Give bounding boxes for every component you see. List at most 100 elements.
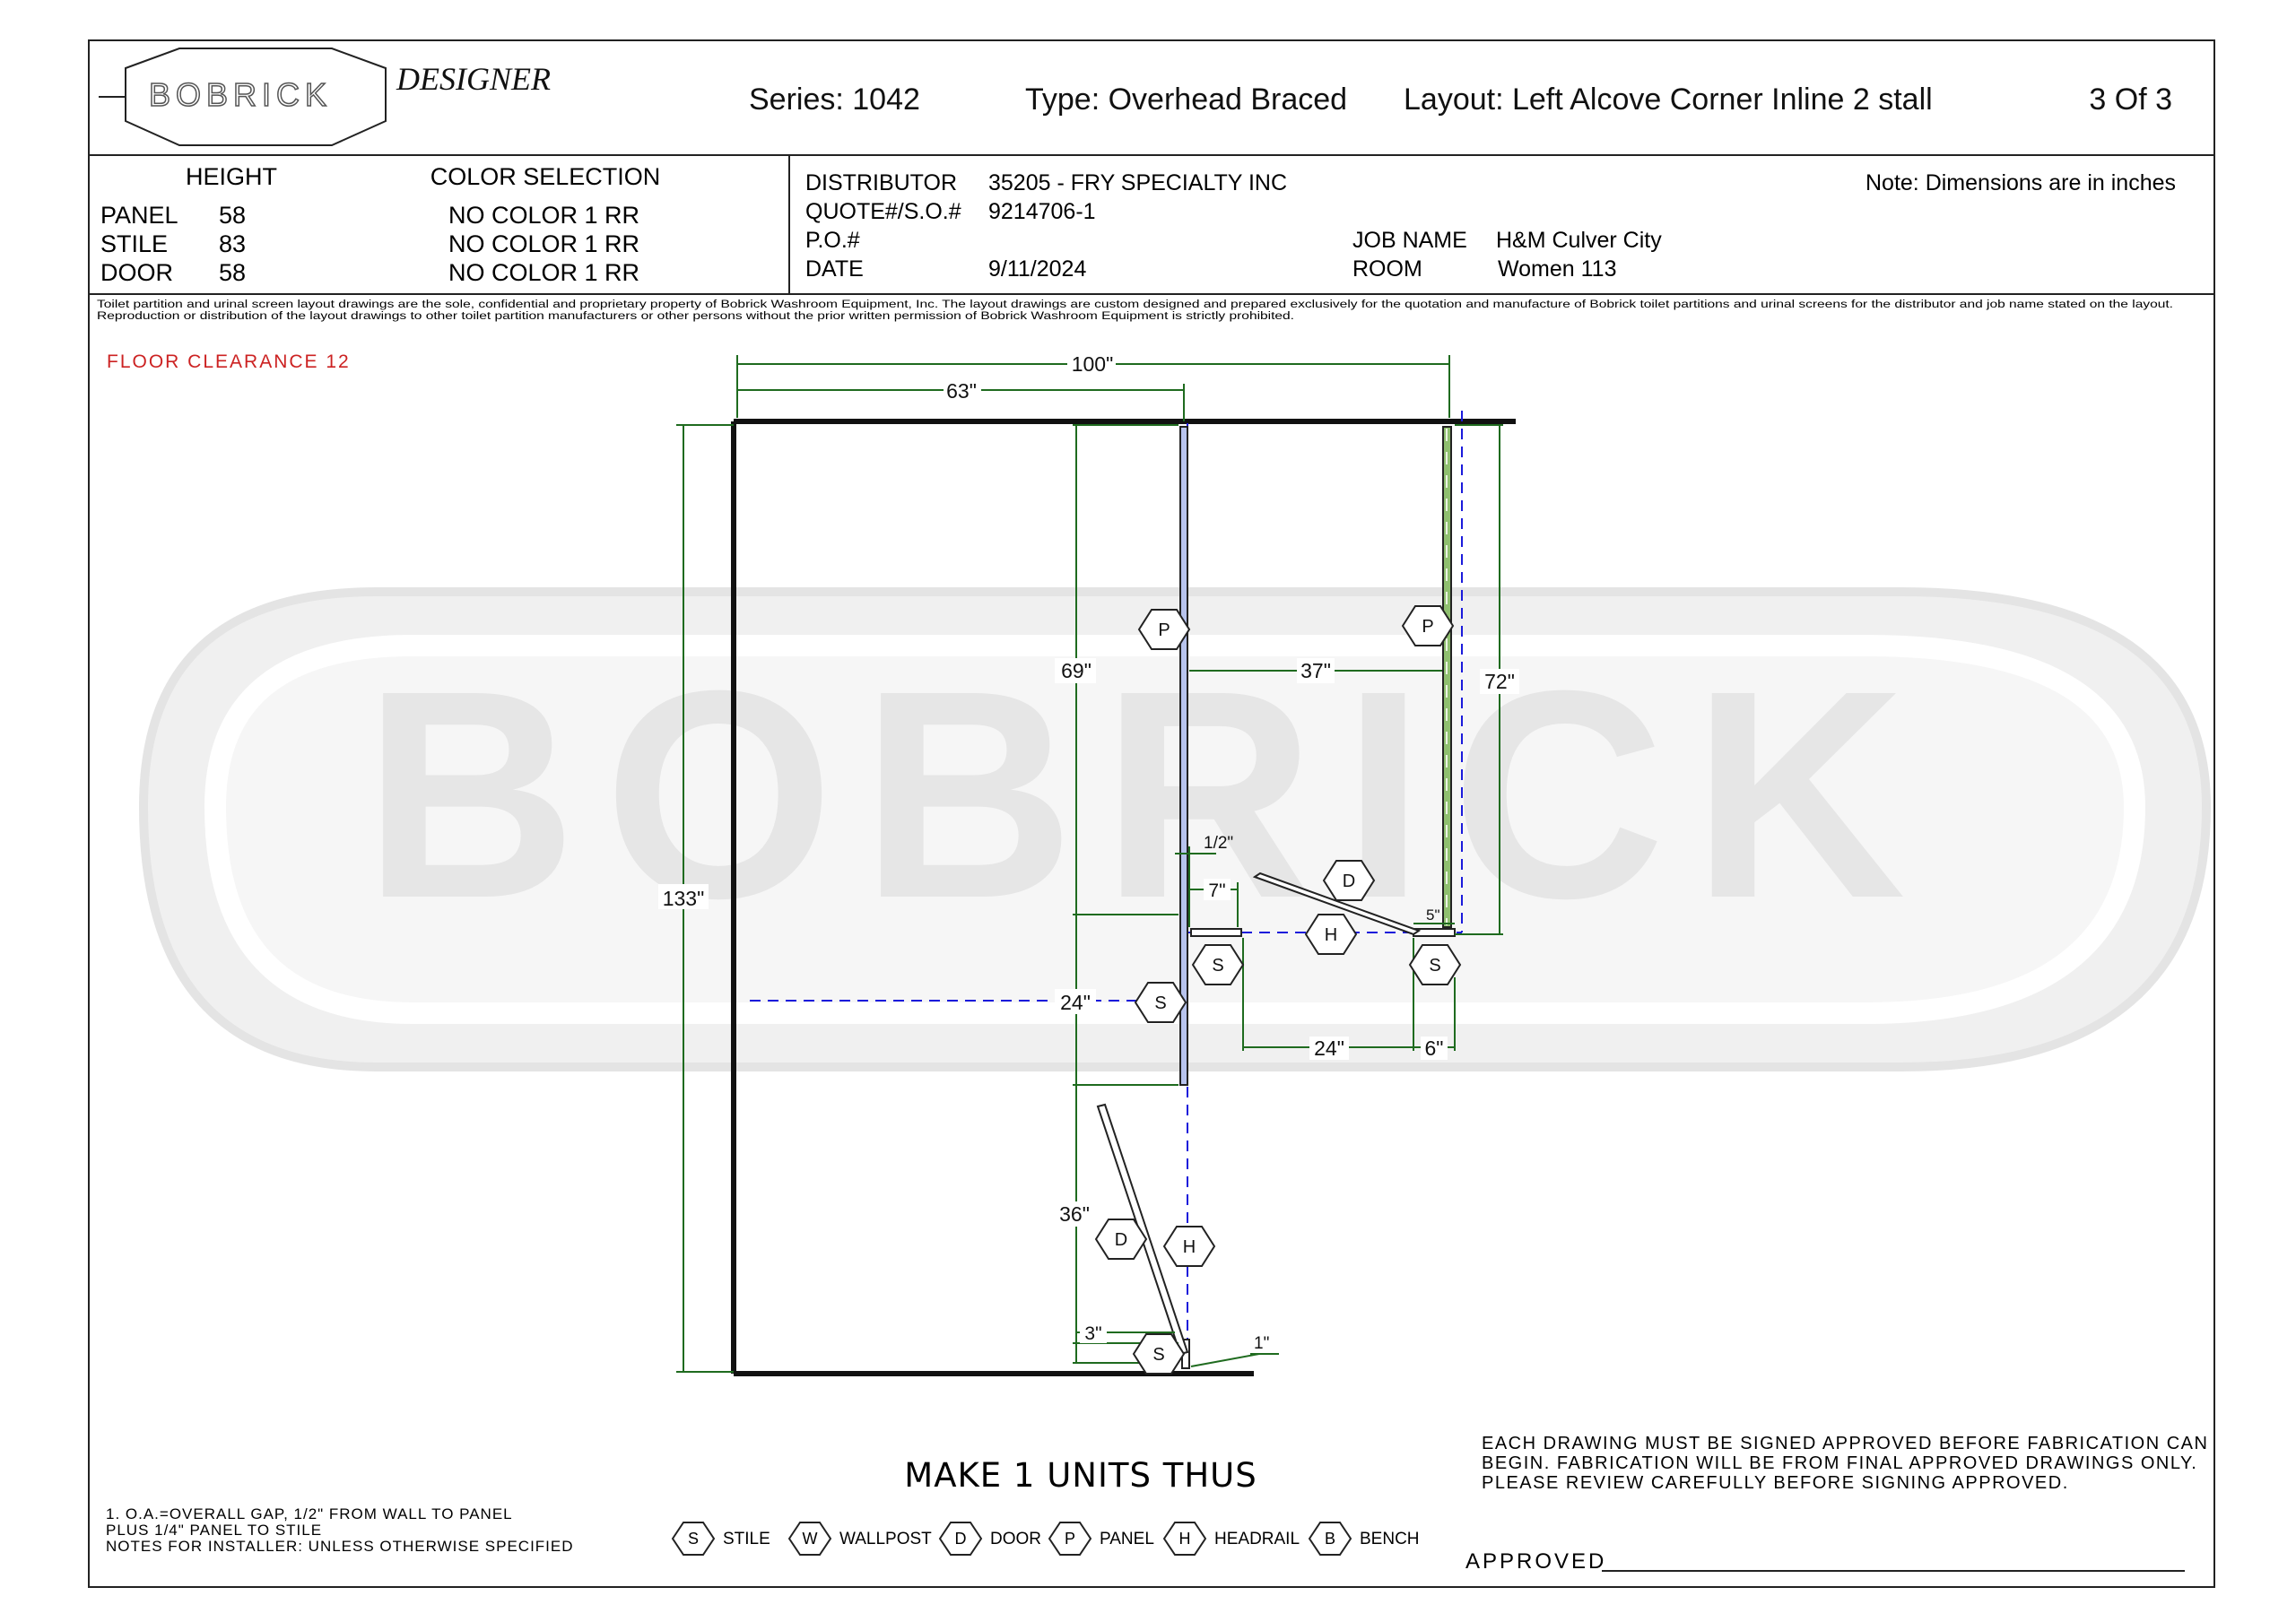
approval-line-1: EACH DRAWING MUST BE SIGNED APPROVED BEF…: [1482, 1434, 2208, 1453]
note-line-1: 1. O.A.=OVERALL GAP, 1/2" FROM WALL TO P…: [106, 1505, 513, 1522]
dim-1: 1": [1254, 1334, 1269, 1353]
date-label: DATE: [805, 256, 864, 282]
stile-right: [1413, 928, 1456, 937]
bobrick-logo: BOBRICK: [99, 48, 387, 146]
tag-label: P: [1158, 620, 1170, 640]
approved-label: APPROVED: [1465, 1549, 1606, 1574]
distributor-label: DISTRIBUTOR: [805, 170, 957, 195]
disclaimer-line-1: Toilet partition and urinal screen layou…: [97, 298, 2173, 310]
note-line-3: NOTES FOR INSTALLER: UNLESS OTHERWISE SP…: [106, 1538, 574, 1555]
tag-stile-bottom: [1132, 1333, 1186, 1375]
date-value: 9/11/2024: [988, 256, 1086, 282]
page-number: 3 Of 3: [2089, 82, 2172, 117]
legend-code: S: [688, 1530, 699, 1548]
spec-height: 58: [219, 259, 246, 286]
tag-door-lower: [1094, 1219, 1148, 1260]
tag-label: D: [1343, 872, 1355, 891]
dim-7: 7": [1208, 880, 1225, 901]
tag-stile-left: [1191, 944, 1245, 985]
legend-code: D: [955, 1530, 967, 1548]
dim-3: 3": [1084, 1323, 1101, 1344]
legend-item-bench: B BENCH: [1308, 1522, 1420, 1556]
legend-item-headrail: H HEADRAIL: [1162, 1522, 1300, 1556]
legend-label: DOOR: [990, 1530, 1041, 1548]
tag-panel-1: [1137, 609, 1191, 650]
panel-1: [1179, 426, 1188, 1086]
legend-code: H: [1179, 1530, 1191, 1548]
panel-2: [1442, 426, 1452, 928]
tag-stile-mid: [1134, 982, 1187, 1023]
legend-label: HEADRAIL: [1214, 1530, 1300, 1548]
spec-color: NO COLOR 1 RR: [448, 202, 639, 229]
dim-36: 36": [1059, 1202, 1090, 1226]
spec-row-panel: PANEL 58 NO COLOR 1 RR: [100, 202, 639, 229]
tag-headrail-upper: [1304, 914, 1358, 955]
sheet-border: [88, 39, 2215, 1588]
quote-label: QUOTE#/S.O.#: [805, 199, 961, 224]
tag-label: H: [1183, 1237, 1196, 1257]
tag-label: D: [1115, 1230, 1127, 1250]
tag-label: H: [1325, 925, 1337, 945]
dim-24-left: 24": [1060, 991, 1091, 1014]
spec-height: 58: [219, 202, 246, 229]
height-header: HEIGHT: [186, 163, 277, 190]
layout-label: Layout: Left Alcove Corner Inline 2 stal…: [1404, 82, 1933, 117]
watermark: BOBRICK: [138, 587, 2212, 1071]
stile-left: [1190, 928, 1242, 937]
dim-37: 37": [1300, 659, 1331, 682]
legend-item-panel: P PANEL: [1048, 1522, 1154, 1556]
spec-row-door: DOOR 58 NO COLOR 1 RR: [100, 259, 639, 286]
dim-63: 63": [946, 379, 977, 403]
legend-code: P: [1065, 1530, 1075, 1548]
door-upper: [1252, 872, 1422, 936]
disclaimer-line-2: Reproduction or distribution of the layo…: [97, 309, 1294, 322]
make-units-title: MAKE 1 UNITS THUS: [904, 1456, 1257, 1495]
job-name-value: H&M Culver City: [1496, 228, 1662, 253]
legend-label: STILE: [723, 1530, 770, 1548]
legend: S STILE W WALLPOST D DOOR P PANEL H HEAD…: [671, 1522, 1420, 1556]
legend-item-door: D DOOR: [938, 1522, 1041, 1556]
room-label: ROOM: [1352, 256, 1422, 282]
dim-half: 1/2": [1204, 834, 1233, 853]
tag-door-upper: [1322, 860, 1376, 901]
note-line-2: PLUS 1/4" PANEL TO STILE: [106, 1522, 322, 1539]
dimensions-note: Note: Dimensions are in inches: [1866, 170, 2176, 195]
type-label: Type: Overhead Braced: [1025, 82, 1347, 117]
tag-label: S: [1152, 1345, 1164, 1365]
legend-item-stile: S STILE: [671, 1522, 770, 1556]
tag-label: S: [1212, 956, 1223, 976]
color-header: COLOR SELECTION: [430, 163, 661, 190]
tag-label: P: [1422, 617, 1433, 637]
spec-label: PANEL: [100, 202, 178, 229]
legend-label: PANEL: [1100, 1530, 1154, 1548]
tag-panel-2: [1401, 605, 1455, 646]
tag-headrail-lower: [1162, 1226, 1216, 1267]
spec-color: NO COLOR 1 RR: [448, 259, 639, 286]
door-lower: [1096, 1103, 1189, 1356]
po-label: P.O.#: [805, 228, 860, 253]
dim-72: 72": [1484, 670, 1515, 693]
watermark-text: BOBRICK: [363, 629, 1933, 959]
dim-133: 133": [663, 887, 705, 910]
dim-6: 6": [1425, 1037, 1444, 1060]
legend-item-wallpost: W WALLPOST: [787, 1522, 932, 1556]
legend-label: BENCH: [1360, 1530, 1420, 1548]
room-value: Women 113: [1498, 256, 1616, 282]
dim-5: 5": [1426, 906, 1440, 924]
legend-code: W: [803, 1530, 818, 1548]
spec-label: STILE: [100, 230, 168, 257]
spec-label: DOOR: [100, 259, 173, 286]
series-label: Series: 1042: [749, 82, 920, 117]
dim-69: 69": [1061, 659, 1091, 682]
dim-24-bottom: 24": [1314, 1037, 1344, 1060]
designer-label: DESIGNER: [396, 61, 551, 97]
legend-label: WALLPOST: [839, 1530, 932, 1548]
tag-label: S: [1429, 956, 1440, 976]
dim-100: 100": [1072, 352, 1114, 376]
tag-label: S: [1154, 993, 1166, 1013]
distributor-value: 35205 - FRY SPECIALTY INC: [988, 170, 1287, 195]
floor-clearance: FLOOR CLEARANCE 12: [107, 351, 351, 372]
spec-row-stile: STILE 83 NO COLOR 1 RR: [100, 230, 639, 257]
approval-line-2: BEGIN. FABRICATION WILL BE FROM FINAL AP…: [1482, 1453, 2197, 1473]
